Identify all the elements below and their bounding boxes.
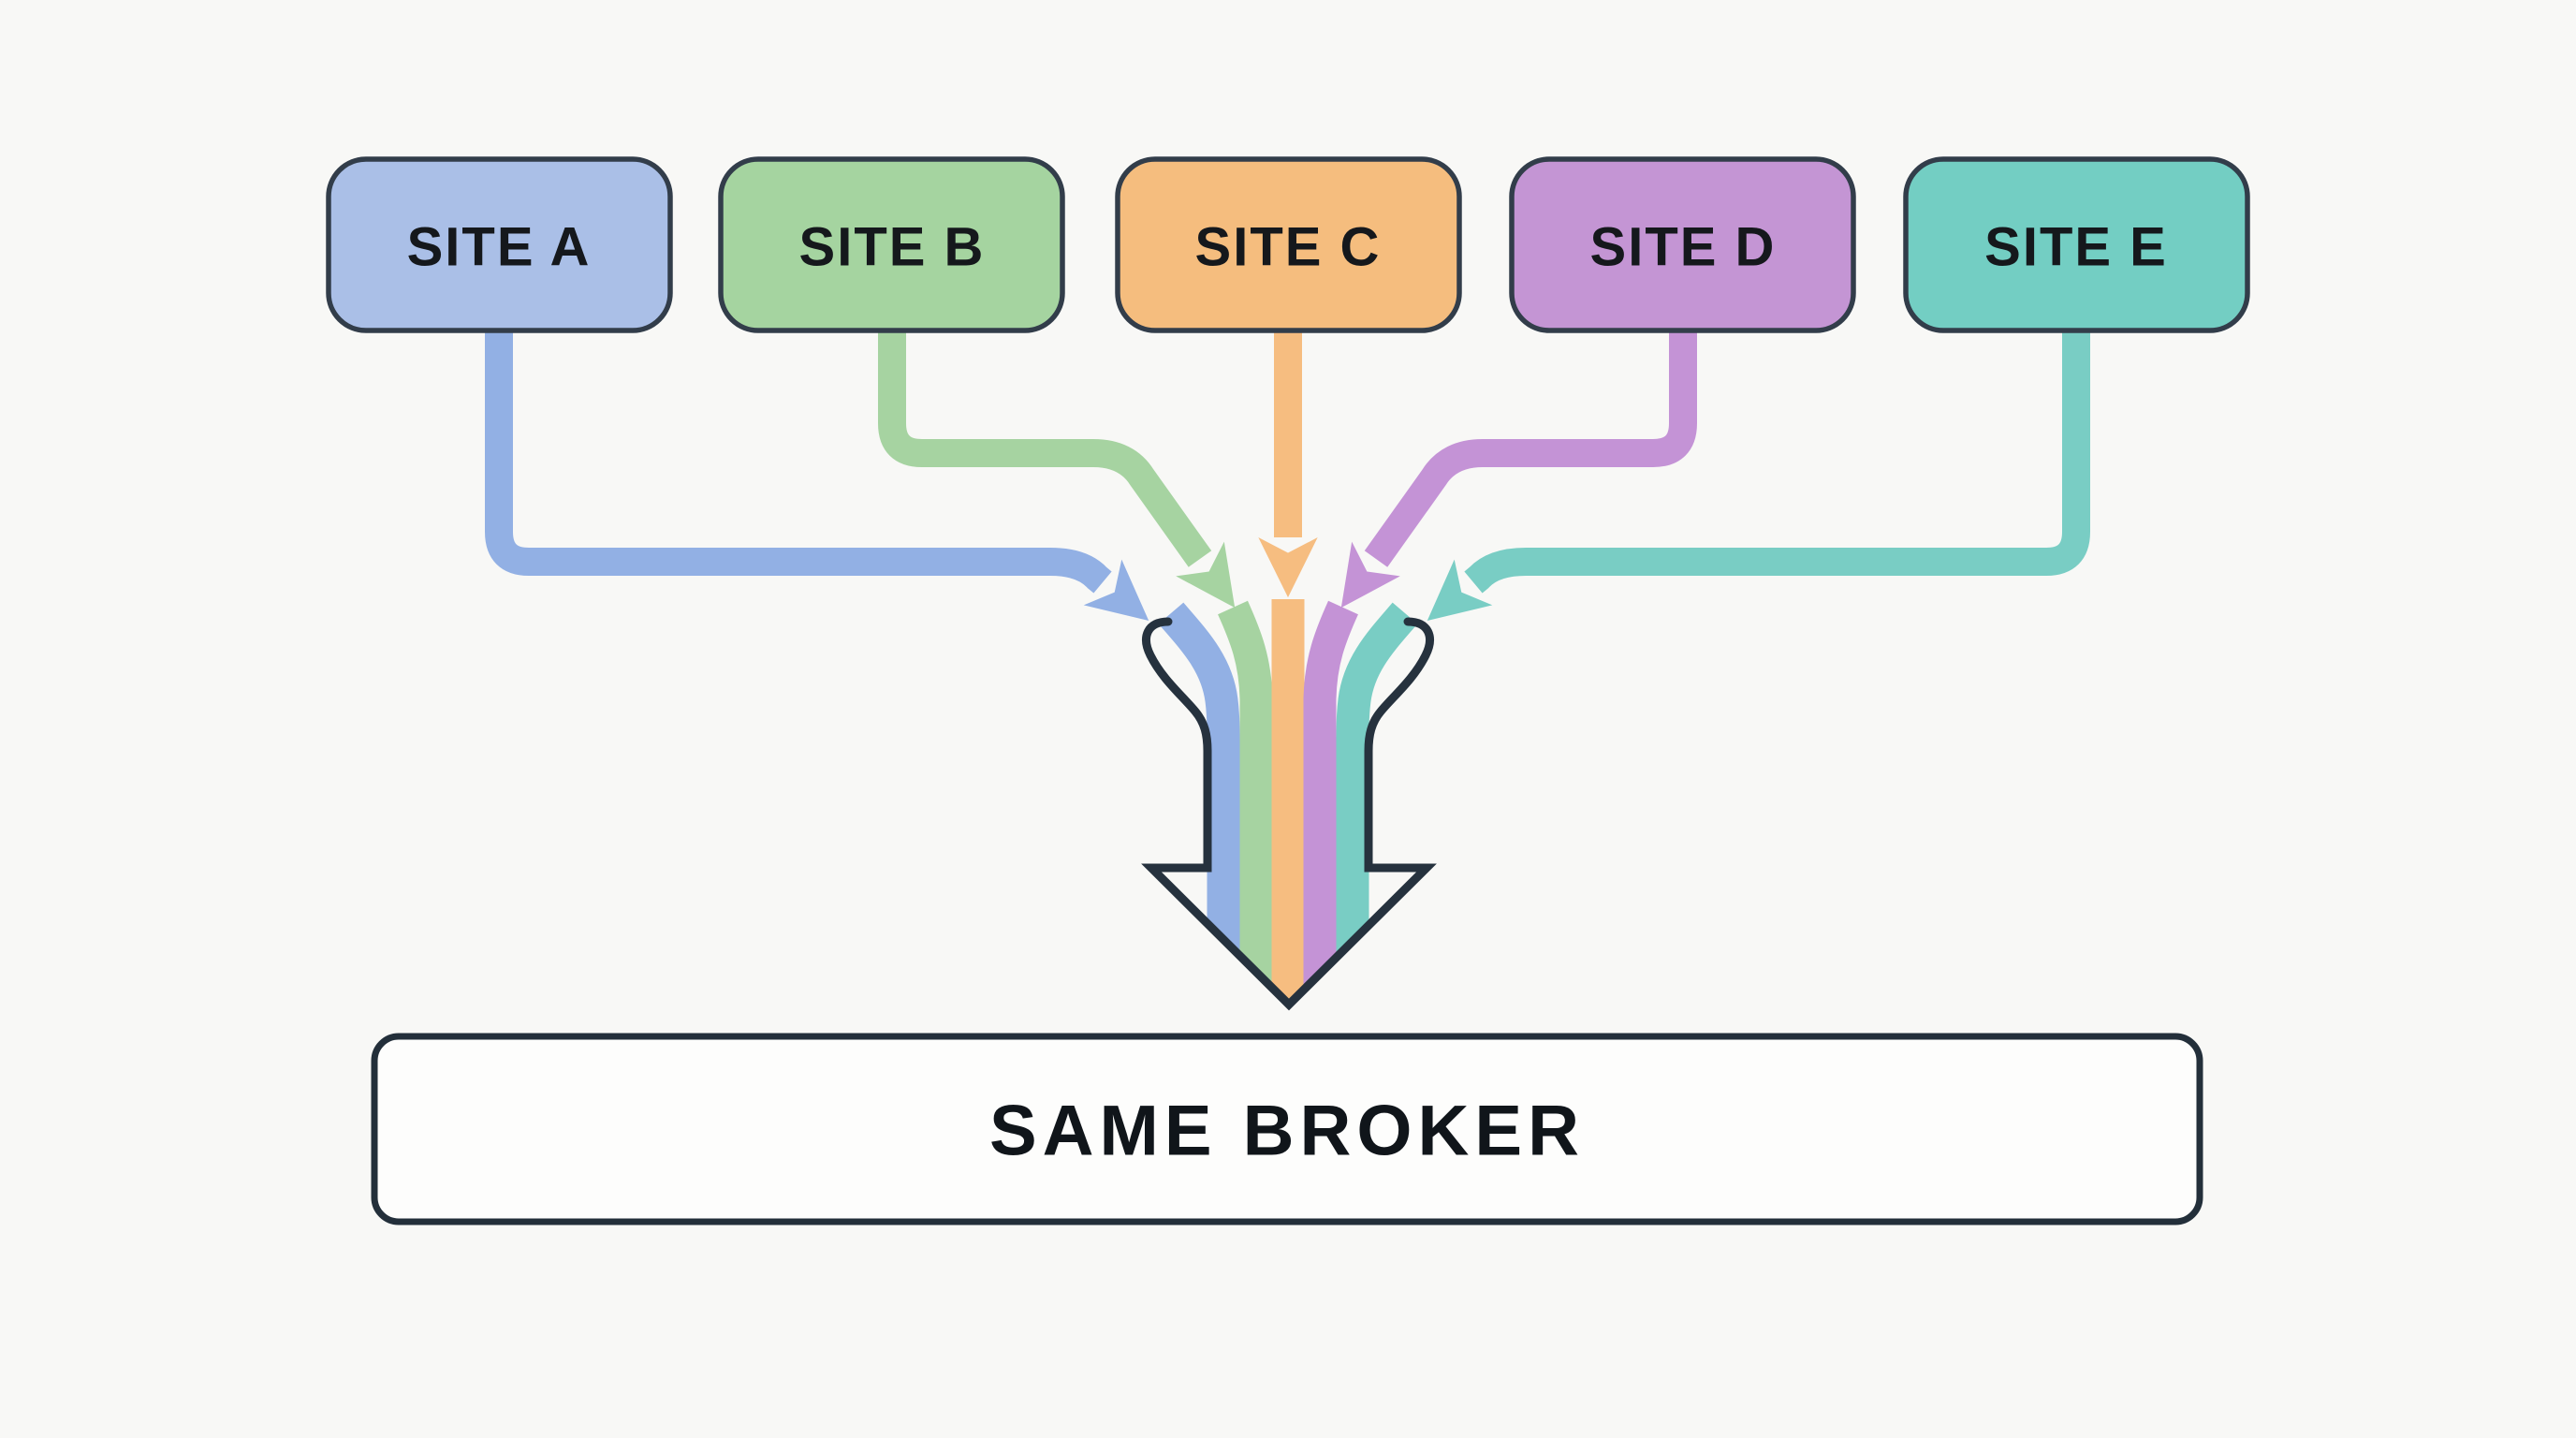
site-d-box [1509,156,1856,333]
site-a-stripe [1158,602,1240,1005]
broker-label: SAME BROKER [989,1092,1585,1171]
site-c-box [1115,156,1462,333]
broker-box [371,1033,2203,1225]
site-a-box [326,156,673,333]
site-d-connector [1340,330,1697,609]
site-d-label: SITE D [1590,217,1777,278]
site-connectors [485,330,2090,622]
site-b-box [718,156,1065,333]
site-c-label: SITE C [1195,217,1382,278]
site-a-connector [485,330,1149,622]
merge-arrow-stripes [1158,599,1418,1005]
site-b-connector [878,330,1236,609]
site-b-stripe [1218,600,1273,1005]
site-boxes: SITE A SITE B SITE C SITE D SITE E [326,156,2250,333]
broker-group: SAME BROKER [371,1033,2203,1225]
site-a-label: SITE A [407,217,592,278]
merge-arrow-outline [1141,617,1437,1011]
site-e-connector [1427,330,2090,622]
site-b-label: SITE B [799,217,986,278]
site-d-stripe [1303,600,1358,1005]
site-e-box [1903,156,2250,333]
site-e-stripe [1336,602,1418,1005]
site-e-label: SITE E [1984,217,2168,278]
